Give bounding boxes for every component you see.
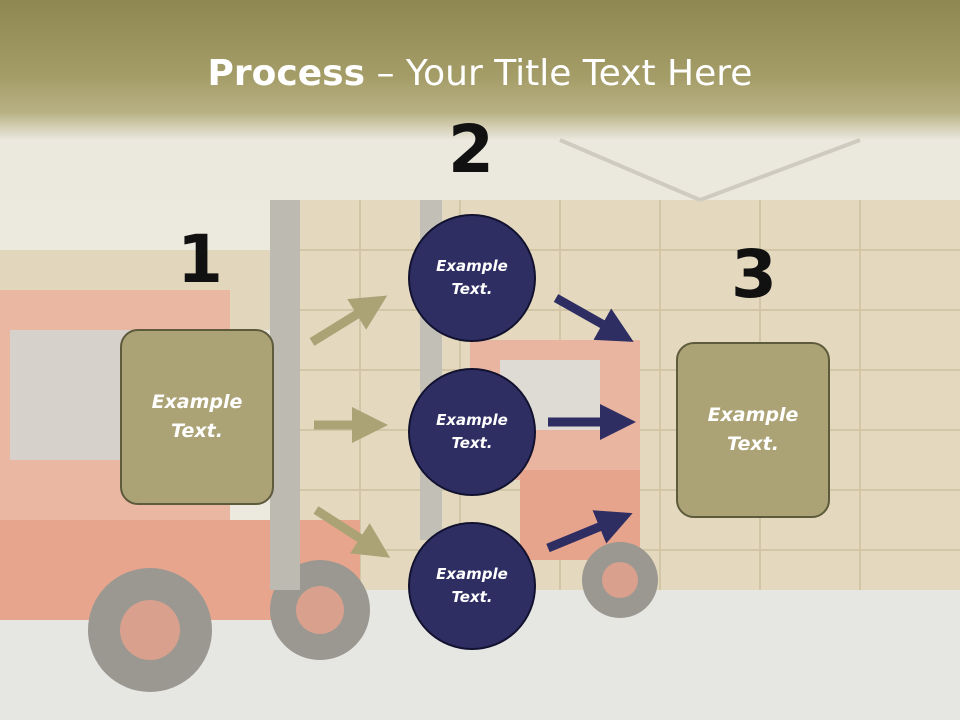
right-box: Example Text. [676, 342, 830, 518]
arrow-top-to-3 [553, 294, 634, 342]
title-band [0, 0, 960, 140]
circle-top: Example Text. [408, 214, 536, 342]
page-title: Process – Your Title Text Here [0, 52, 960, 96]
circle-bottom-text: Example Text. [436, 565, 508, 606]
circle-middle: Example Text. [408, 368, 536, 496]
step-number-2: 2 [448, 111, 494, 188]
left-box-text: Example Text. [151, 391, 243, 442]
arrow-1-to-bottom [313, 506, 391, 558]
arrow-bottom-to-3 [546, 510, 633, 553]
circle-top-text: Example Text. [436, 257, 508, 298]
circle-middle-text: Example Text. [436, 411, 508, 452]
circle-bottom: Example Text. [408, 522, 536, 650]
title-bold: Process [207, 53, 366, 94]
step-number-1: 1 [177, 221, 223, 298]
right-box-text: Example Text. [707, 404, 799, 455]
step-number-3: 3 [731, 236, 777, 313]
left-box: Example Text. [120, 329, 274, 505]
arrow-1-to-top [309, 295, 388, 346]
title-rest: – Your Title Text Here [365, 53, 753, 94]
